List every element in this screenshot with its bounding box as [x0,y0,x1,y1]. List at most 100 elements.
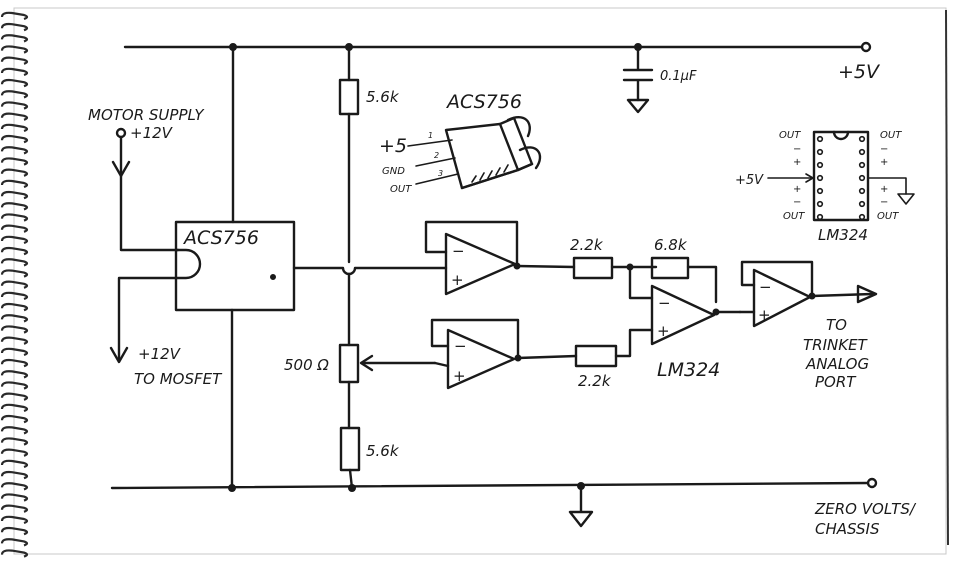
lm324-pin [858,148,866,156]
spiral-ring [0,246,29,256]
motor-out-wire [117,276,178,362]
spiral-ring [0,493,29,502]
spiral-ring [0,314,29,323]
buffer-1-feedback [424,220,519,266]
opamp-buffer-1 [444,232,517,296]
pinout-plus5v-label: +5V [735,173,764,188]
spiral-binding [0,11,29,558]
spiral-ring [0,392,29,401]
pinout-plus: + [880,157,888,168]
spiral-ring [0,123,29,133]
pinout-out-bl: OUT [783,211,805,222]
trinket-label-3: ANALOG [805,355,869,373]
arrow-down-icon [109,346,129,364]
spiral-ring [0,504,29,513]
opamp-plus: + [758,306,771,324]
trinket-label-2: TRINKET [803,336,869,354]
pinout-plus: + [793,157,801,168]
pin-number: 1 [428,131,433,140]
spiral-ring [0,448,29,457]
spiral-ring [0,258,29,267]
r-in2-value: 2.2k [578,372,612,390]
spiral-ring [0,22,29,32]
arrow-down-icon [111,160,131,178]
pin-out-label: OUT [390,184,412,195]
trinket-label-4: PORT [815,373,857,391]
lm324-pins [816,135,866,221]
pinout-out-br: OUT [877,211,899,222]
ground-terminal [866,477,878,489]
lm324-pin [858,187,866,195]
pinout-plus: + [793,184,801,195]
spiral-ring [0,358,29,368]
pinout-minus: − [793,144,801,155]
opamp-plus: + [657,322,670,340]
r-top-value: 5.6k [366,88,400,106]
acs756-tab-icon [506,115,531,138]
cap-value: 0.1μF [660,69,697,84]
lm324-package [812,130,870,222]
spiral-ring [0,101,29,110]
spiral-ring [0,269,29,278]
arrow-right-icon [805,173,814,183]
spiral-ring [0,168,29,177]
buffer-2-input-wire [433,361,450,368]
spiral-ring [0,515,29,525]
plus12v-in-label: +12V [130,124,174,142]
spiral-ring [0,202,29,211]
ground-rail [110,481,870,490]
spiral-ring [0,482,29,491]
lm324-pin [858,213,866,221]
to-mosfet-label: TO MOSFET [134,370,223,388]
r-in1-value: 2.2k [570,236,604,254]
pinout-gnd-wire [867,177,907,195]
lm324-pin [858,135,866,143]
opamp-buffer-2 [446,328,516,390]
pinout-minus: − [880,197,888,208]
lm324-pin [816,174,824,182]
opamp-difference [650,284,716,346]
pin-number: 2 [434,151,439,160]
paper-right-edge [945,9,949,546]
spiral-ring [0,414,29,424]
cap-ground-icon [626,98,650,114]
spiral-ring [0,235,29,245]
acs756-part-title: ACS756 [445,91,522,113]
lm324-pin [858,200,866,208]
buffer-2-feedback [430,318,520,359]
spiral-ring [0,526,29,536]
lm324-pin [858,174,866,182]
resistor-input-2 [574,344,618,368]
pin-gnd-label: GND [382,166,405,177]
spiral-ring [0,549,29,558]
pinout-out-tr: OUT [880,130,902,141]
spiral-ring [0,538,29,547]
spiral-ring [0,470,29,480]
spiral-ring [0,34,29,43]
lm324-pin [816,187,824,195]
spiral-ring [0,336,29,345]
opamp-minus: − [452,242,465,260]
spiral-ring [0,134,29,144]
potentiometer [338,343,360,384]
acs-pin-dot [270,274,276,280]
acs756-tab-icon [518,146,542,170]
buffer-1-output-wire [515,264,576,269]
lm324-pinout: OUT OUT OUT OUT − + − + + − + − +5V LM32… [735,130,915,244]
plus5v-label: +5V [838,61,881,83]
output-buffer-feedback [740,260,814,298]
lm324-notch [832,130,850,141]
spiral-ring [0,213,29,222]
spiral-ring [0,224,29,233]
spiral-ring [0,370,29,379]
opamp-minus: − [759,278,772,296]
plus12v-out-label: +12V [138,345,182,363]
current-loop-icon [174,248,202,280]
spiral-ring [0,403,29,413]
acs756-box-label: ACS756 [182,227,259,249]
analog-output-wire [810,292,874,298]
wiper-arrow-icon [359,354,374,372]
output-arrow-icon [856,284,878,304]
spiral-ring [0,325,29,334]
diff-inverting-wire [628,265,654,300]
